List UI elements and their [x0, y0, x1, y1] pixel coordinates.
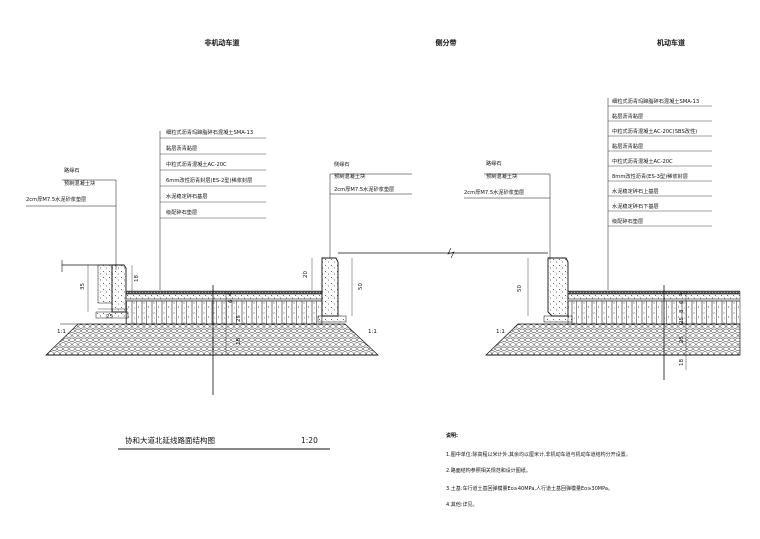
- median-right-kerb: [547, 257, 569, 317]
- right-layer-upper-base: [567, 300, 741, 325]
- right-layer-label: 水泥稳定碎石下基层: [612, 202, 659, 210]
- dim-left-kerb-w: 25: [106, 314, 113, 320]
- dim-right-layer: 8: [679, 309, 685, 313]
- median-left-kerb-base: 2cm厚M7.5水泥砂浆垫层: [334, 185, 394, 193]
- drawing-scale: 1:20: [301, 436, 318, 445]
- median-left-kerb: [321, 257, 339, 317]
- notes: 说明: 1.图中单位:除高程以米计外,其余均以厘米计,非机动车道与机动车道结构分…: [446, 432, 631, 508]
- dim-left-layer-3: 25: [236, 315, 242, 322]
- left-gravel-cushion: [45, 323, 379, 356]
- right-layer-label: 黏层沥青黏层: [612, 112, 643, 120]
- right-layer-ac20-sbs: [567, 293, 741, 300]
- right-layer-label: 8mm改性沥青(ES-3型)稀浆封层: [612, 172, 688, 180]
- median-left-kerb-title: 侧缘石: [334, 160, 350, 168]
- right-layer-label: 黏层沥青黏层: [612, 142, 643, 150]
- dim-right-layer: 25: [679, 336, 685, 343]
- dim-left-kerb-depth: 35: [80, 283, 86, 290]
- header-side-median: 侧分带: [436, 38, 457, 47]
- left-layer-label: 黏层沥青黏层: [166, 144, 197, 152]
- note-item: 3.土基:车行道土基回弹模量Eo≥40MPa,人行道土基回弹模量Eo≥30MPa…: [446, 485, 613, 492]
- right-layer-callouts: 细粒式沥青玛蹄脂碎石混凝土SMA-13 黏层沥青黏层 中粒式沥青混凝土AC-20…: [608, 97, 712, 227]
- median-section: 20 50 50 侧缘石 预制混凝土块 2cm厚M7.5水泥砂浆垫层 路缘石 预…: [303, 159, 573, 323]
- left-layer-sma: [125, 290, 323, 295]
- header-motor-lane: 机动车道: [657, 38, 685, 47]
- left-layer-label: 6mm改性沥青封层(ES-2型)稀浆封层: [166, 176, 252, 184]
- dim-median-kerb-depth: 50: [358, 283, 364, 290]
- dim-right-layer: 18: [679, 359, 685, 366]
- median-right-kerb-title: 路缘石: [486, 159, 502, 167]
- dim-left-kerb-h: 18: [134, 275, 140, 282]
- note-item: 4.其他:详见。: [446, 501, 477, 508]
- left-kerb: [111, 264, 127, 313]
- right-layer-label: 细粒式沥青玛蹄脂碎石混凝土SMA-13: [612, 97, 699, 105]
- right-layer-seal: [567, 298, 741, 302]
- note-item: 2.路面结构参照相关规范和设计图纸。: [446, 467, 531, 474]
- left-kerb-title: 路缘石: [64, 166, 80, 174]
- dim-median-right-depth: 50: [517, 285, 523, 292]
- left-section: 1:1 1:1 35 18 25 4 6 25 18 路缘石 预制混凝土块 2c…: [26, 128, 379, 395]
- left-layer-label: 级配碎石垫层: [166, 208, 197, 216]
- right-layer-label: 中粒式沥青混凝土AC-20C(SBS改性): [612, 127, 697, 135]
- left-layer-callouts: 细粒式沥青玛蹄脂碎石混凝土SMA-13 黏层沥青黏层 中粒式沥青混凝土AC-20…: [160, 128, 266, 219]
- left-kerb-base: 2cm厚M7.5水泥砂浆垫层: [26, 195, 86, 203]
- left-layer-cement-base: [125, 300, 323, 325]
- dim-left-layer-2: 6: [228, 299, 234, 303]
- left-layer-label: 细粒式沥青玛蹄脂碎石混凝土SMA-13: [166, 128, 253, 136]
- left-slope-label: 1:1: [57, 329, 66, 335]
- left-slope-label-right: 1:1: [368, 329, 377, 335]
- right-section: 1:1 4 6 8 25 25 18 细粒式沥青玛蹄脂碎石混凝土SMA-13 黏…: [485, 97, 741, 380]
- median-left-kerb-sub: 预制混凝土块: [334, 172, 366, 180]
- median-right-kerb-sub: 预制混凝土块: [486, 172, 518, 180]
- left-layer-seal: [125, 298, 323, 302]
- right-slope-label: 1:1: [496, 329, 505, 335]
- left-layer-label: 水泥稳定碎石基层: [166, 192, 208, 200]
- dim-right-layer: 4: [679, 292, 685, 296]
- title-block: 协和大道北延线路面结构图 1:20: [118, 435, 330, 450]
- dim-right-layer: 6: [679, 300, 685, 304]
- right-gravel-cushion: [485, 323, 741, 356]
- dim-left-layer-1: 4: [228, 292, 234, 296]
- dim-median-kerb-h: 20: [303, 271, 309, 278]
- median-right-kerb-base: 2cm厚M7.5水泥砂浆垫层: [464, 188, 524, 196]
- dim-left-layer-4: 18: [236, 338, 242, 345]
- left-layer-ac20: [125, 293, 323, 300]
- right-layer-label: 级配碎石垫层: [612, 217, 643, 225]
- left-layer-label: 中粒式沥青混凝土AC-20C: [166, 160, 227, 168]
- drawing-title: 协和大道北延线路面结构图: [125, 435, 215, 445]
- right-layer-label: 水泥稳定碎石上基层: [612, 187, 659, 195]
- left-kerb-sub: 预制混凝土块: [64, 179, 96, 187]
- header-non-motor-lane: 非机动车道: [205, 38, 240, 47]
- right-layer-sma: [567, 290, 741, 295]
- left-backfill: [97, 264, 113, 304]
- notes-heading: 说明:: [446, 432, 458, 439]
- right-layer-label: 中粒式沥青混凝土AC-20C: [612, 157, 673, 165]
- note-item: 1.图中单位:除高程以米计外,其余均以厘米计,非机动车道与机动车道结构分开设置。: [446, 451, 631, 458]
- dim-right-layer: 25: [679, 317, 685, 324]
